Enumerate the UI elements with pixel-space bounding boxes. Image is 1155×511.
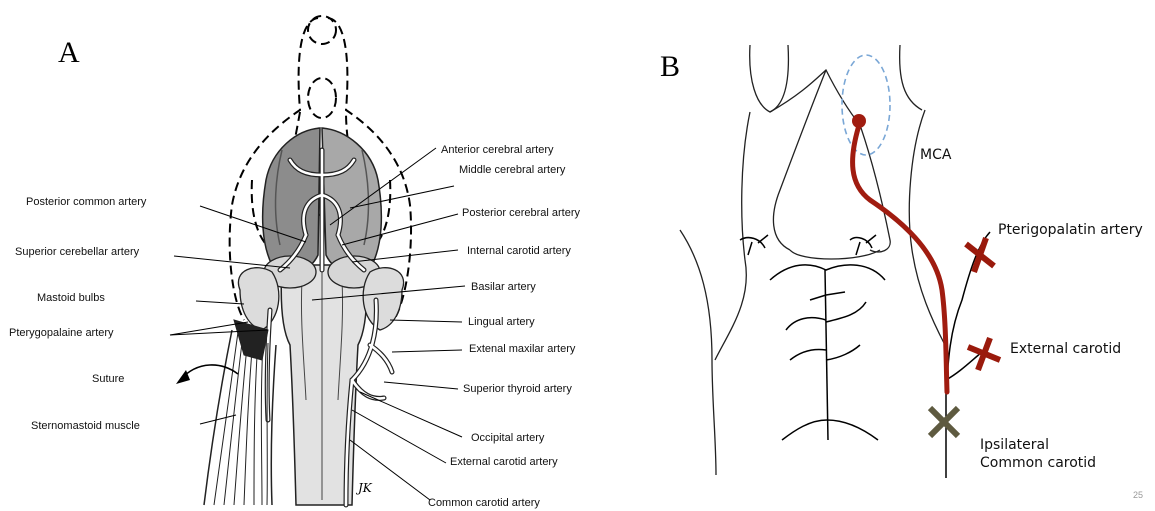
slide-number: 25 [1133,490,1143,500]
label-ipsilateral: Ipsilateral [980,436,1049,454]
label-external-carotid: External carotid [1010,340,1121,358]
label-pterigopalatin-artery: Pterigopalatin artery [998,221,1143,239]
label-common-carotid: Common carotid [980,454,1096,472]
filament-tip [852,114,866,128]
mca-region [842,55,890,155]
label-mca: MCA [920,146,951,164]
